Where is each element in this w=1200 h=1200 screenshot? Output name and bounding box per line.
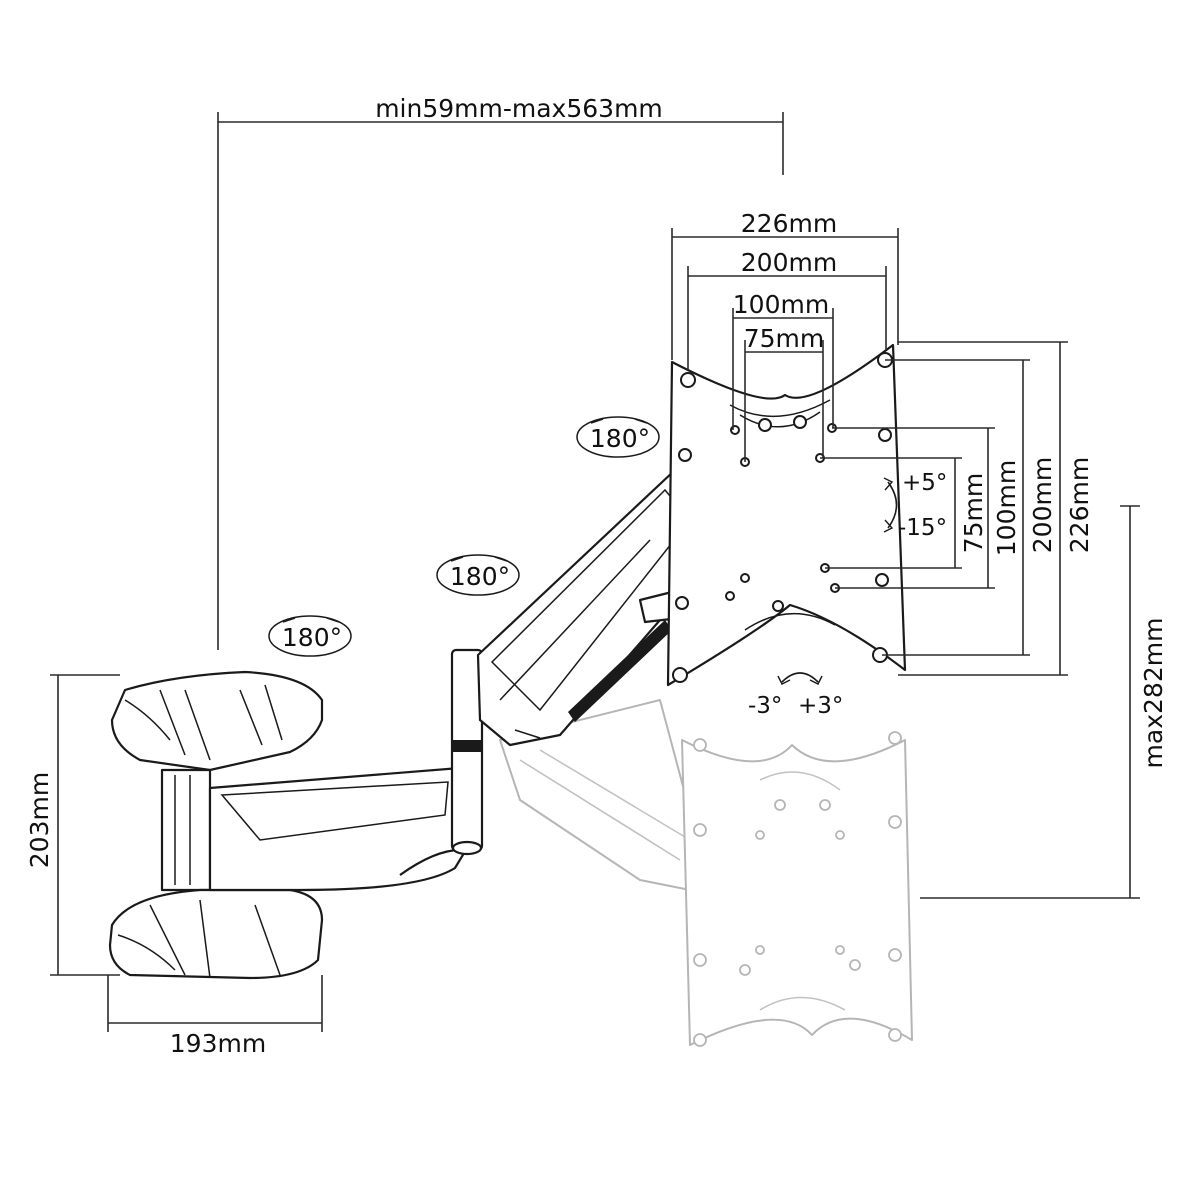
tilt-indicator: +5° -15° bbox=[883, 470, 947, 541]
rotation-label-wall: 180° bbox=[282, 623, 342, 652]
vesa-plate bbox=[666, 343, 907, 687]
wall-plate-width-label: 193mm bbox=[170, 1029, 266, 1058]
swivel-left-label: -3° bbox=[748, 693, 782, 719]
swivel-indicator: -3° +3° bbox=[748, 672, 843, 719]
rotation-badge-head: 180° bbox=[576, 416, 660, 458]
plate-height-mid-label: 200mm bbox=[1028, 457, 1057, 553]
vesa-75-width-label: 75mm bbox=[744, 324, 825, 353]
vesa-100-height-label: 100mm bbox=[992, 460, 1021, 556]
plate-height-outer-label: 226mm bbox=[1065, 457, 1094, 553]
wall-plate-height-label: 203mm bbox=[25, 772, 54, 868]
plate-width-outer-label: 226mm bbox=[741, 209, 837, 238]
rotation-label-head: 180° bbox=[590, 424, 650, 453]
elbow-joint bbox=[450, 648, 484, 856]
rotation-label-middle: 180° bbox=[450, 562, 510, 591]
tilt-up-label: +5° bbox=[902, 470, 947, 496]
dimension-lines bbox=[50, 112, 1140, 1032]
plate-width-mid-label: 200mm bbox=[741, 248, 837, 277]
tilt-down-label: -15° bbox=[898, 515, 947, 541]
lower-arm bbox=[208, 766, 480, 892]
swivel-right-label: +3° bbox=[798, 693, 843, 719]
ghost-vesa-plate bbox=[681, 731, 913, 1047]
rotation-badge-wall: 180° bbox=[268, 615, 352, 657]
vesa-100-width-label: 100mm bbox=[733, 290, 829, 319]
reach-label: min59mm-max563mm bbox=[375, 94, 663, 123]
max-height-label: max282mm bbox=[1139, 618, 1168, 769]
wall-plate bbox=[108, 670, 324, 980]
rotation-badge-middle: 180° bbox=[436, 554, 520, 596]
vesa-75-height-label: 75mm bbox=[959, 473, 988, 554]
